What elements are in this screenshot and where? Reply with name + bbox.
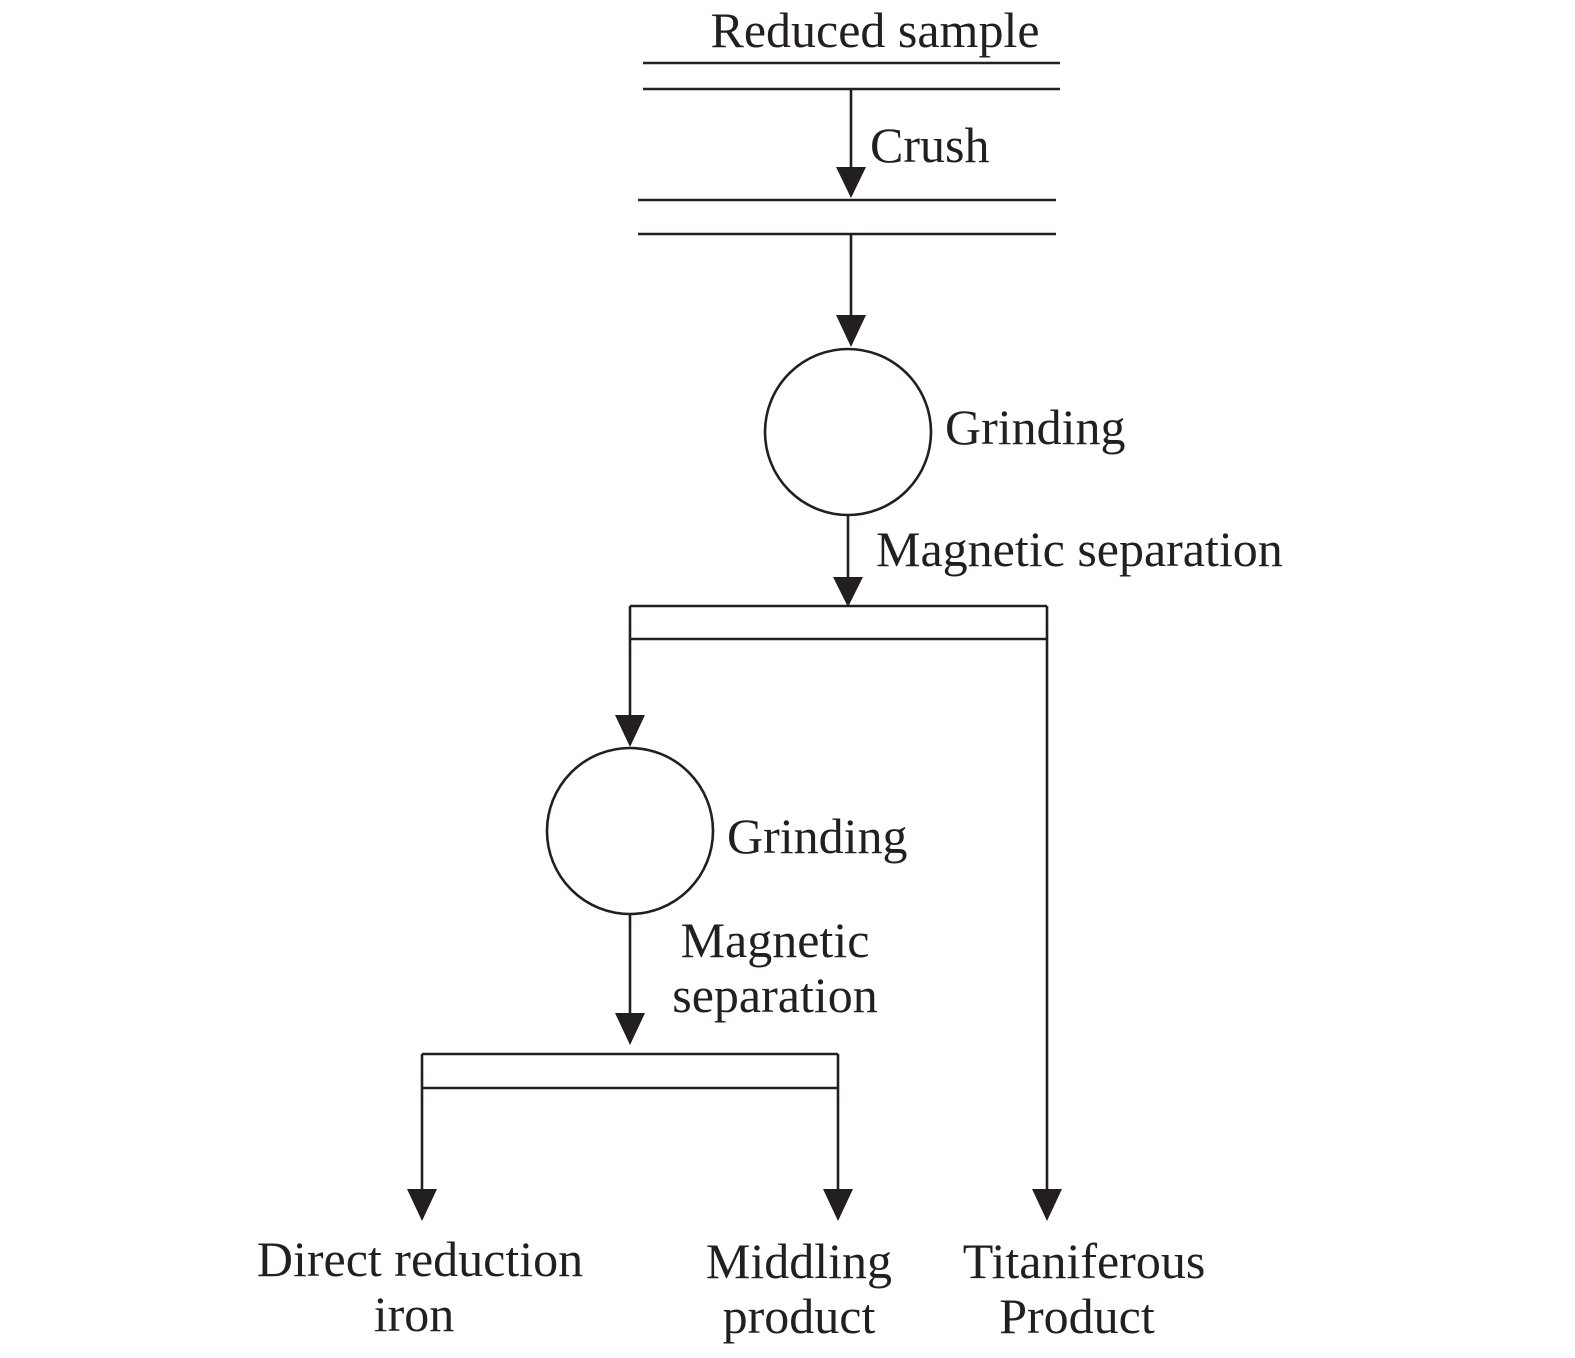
product-dri-line-1: Direct reduction bbox=[257, 1231, 583, 1287]
grinding-2-circle bbox=[545, 746, 715, 916]
start-label: Reduced sample bbox=[710, 2, 1039, 58]
dri-arrow-head bbox=[407, 1189, 437, 1221]
separation-1-label: Magnetic separation bbox=[876, 521, 1283, 577]
product-middling-line-1: Middling bbox=[706, 1233, 892, 1289]
grinding-1-label: Grinding bbox=[945, 399, 1126, 455]
product-titaniferous-line-2: Product bbox=[999, 1288, 1155, 1344]
middling-arrow-head bbox=[823, 1189, 853, 1221]
grinding-1-circle bbox=[763, 347, 933, 517]
to-grinding-2-head bbox=[615, 715, 645, 747]
separation-2-label-line-1: Magnetic bbox=[681, 912, 870, 968]
product-middling-line-2: product bbox=[723, 1288, 876, 1344]
grinding-2-label: Grinding bbox=[727, 808, 908, 864]
crush-label: Crush bbox=[870, 117, 989, 173]
product-titaniferous-line-1: Titaniferous bbox=[963, 1233, 1206, 1289]
separation-2-arrow-head bbox=[615, 1013, 645, 1045]
separation-1-arrow-head bbox=[833, 577, 863, 607]
product-dri-line-2: iron bbox=[374, 1286, 455, 1342]
crush-arrow-head bbox=[836, 167, 866, 198]
separation-2-label-line-2: separation bbox=[672, 967, 877, 1023]
titaniferous-arrow-head bbox=[1032, 1189, 1062, 1221]
to-grinding-1-head bbox=[836, 315, 866, 347]
